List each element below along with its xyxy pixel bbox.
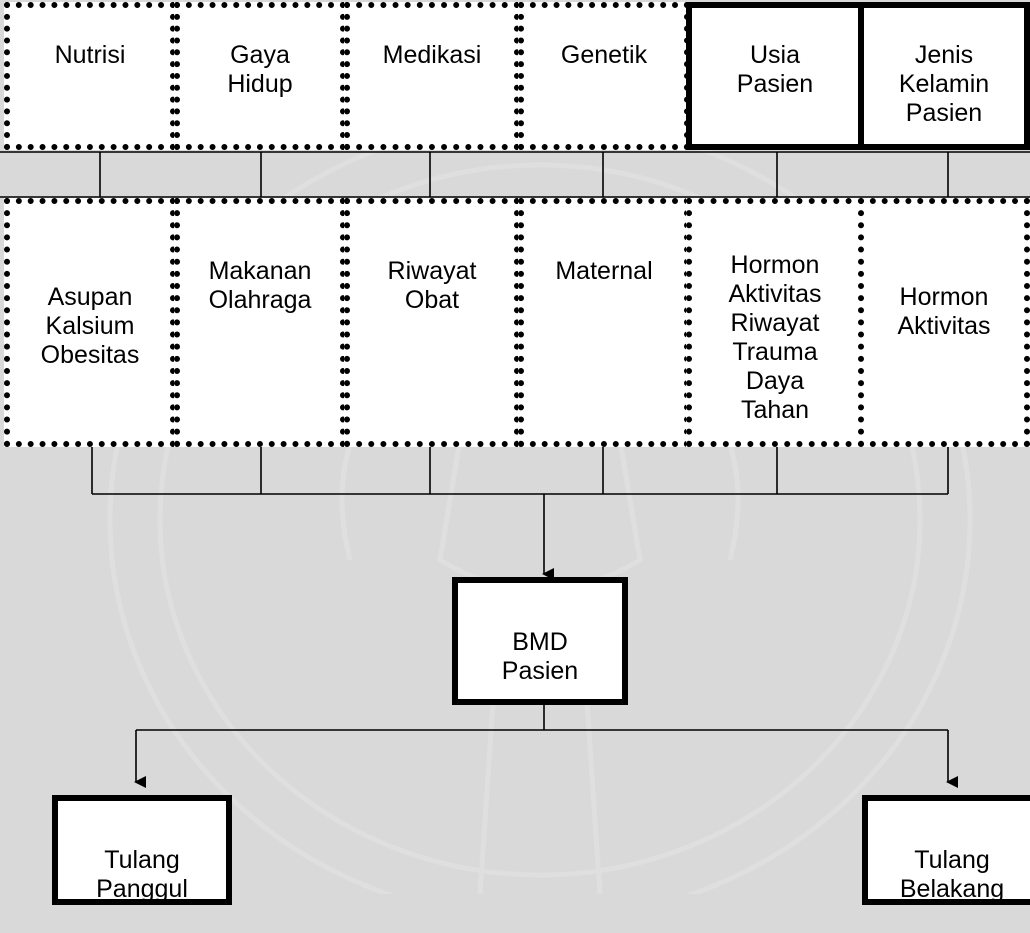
box-makanan-olahraga: Makanan Olahraga <box>174 198 346 447</box>
label-gaya-hidup: Gaya Hidup <box>227 41 293 98</box>
box-tulang-belakang: Tulang Belakang <box>862 795 1030 905</box>
box-nutrisi: Nutrisi <box>4 2 176 150</box>
box-asupan-kalsium-obesitas: Asupan Kalsium Obesitas <box>4 198 176 447</box>
box-jenis-kelamin-pasien: Jenis Kelamin Pasien <box>858 2 1030 150</box>
label-hormon-aktivitas-riwayat: Hormon Aktivitas Riwayat Trauma Daya Tah… <box>728 251 822 424</box>
box-hormon-aktivitas-riwayat: Hormon Aktivitas Riwayat Trauma Daya Tah… <box>686 198 864 447</box>
label-hormon-aktivitas: Hormon Aktivitas <box>897 283 991 340</box>
connector-lines <box>0 151 1030 788</box>
label-maternal: Maternal <box>555 257 653 285</box>
box-gaya-hidup: Gaya Hidup <box>174 2 346 150</box>
box-hormon-aktivitas: Hormon Aktivitas <box>858 198 1030 447</box>
label-tulang-belakang: Tulang Belakang <box>899 846 1005 903</box>
label-jenis-kelamin-pasien: Jenis Kelamin Pasien <box>898 41 990 127</box>
label-usia-pasien: Usia Pasien <box>736 41 814 98</box>
label-medikasi: Medikasi <box>382 41 482 69</box>
box-genetik: Genetik <box>518 2 690 150</box>
box-medikasi: Medikasi <box>344 2 520 150</box>
label-genetik: Genetik <box>560 41 648 69</box>
label-nutrisi: Nutrisi <box>54 41 126 69</box>
label-makanan-olahraga: Makanan Olahraga <box>208 257 312 314</box>
label-asupan-kalsium-obesitas: Asupan Kalsium Obesitas <box>40 283 140 369</box>
box-riwayat-obat: Riwayat Obat <box>344 198 520 447</box>
box-usia-pasien: Usia Pasien <box>686 2 864 150</box>
box-bmd-pasien: BMD Pasien <box>452 577 628 705</box>
diagram-canvas: Nutrisi Gaya Hidup Medikasi Genetik Usia… <box>0 2 1030 905</box>
label-tulang-panggul: Tulang Panggul <box>96 846 188 903</box>
label-bmd-pasien: BMD Pasien <box>501 628 579 685</box>
box-maternal: Maternal <box>518 198 690 447</box>
box-tulang-panggul: Tulang Panggul <box>52 795 232 905</box>
label-riwayat-obat: Riwayat Obat <box>387 257 477 314</box>
